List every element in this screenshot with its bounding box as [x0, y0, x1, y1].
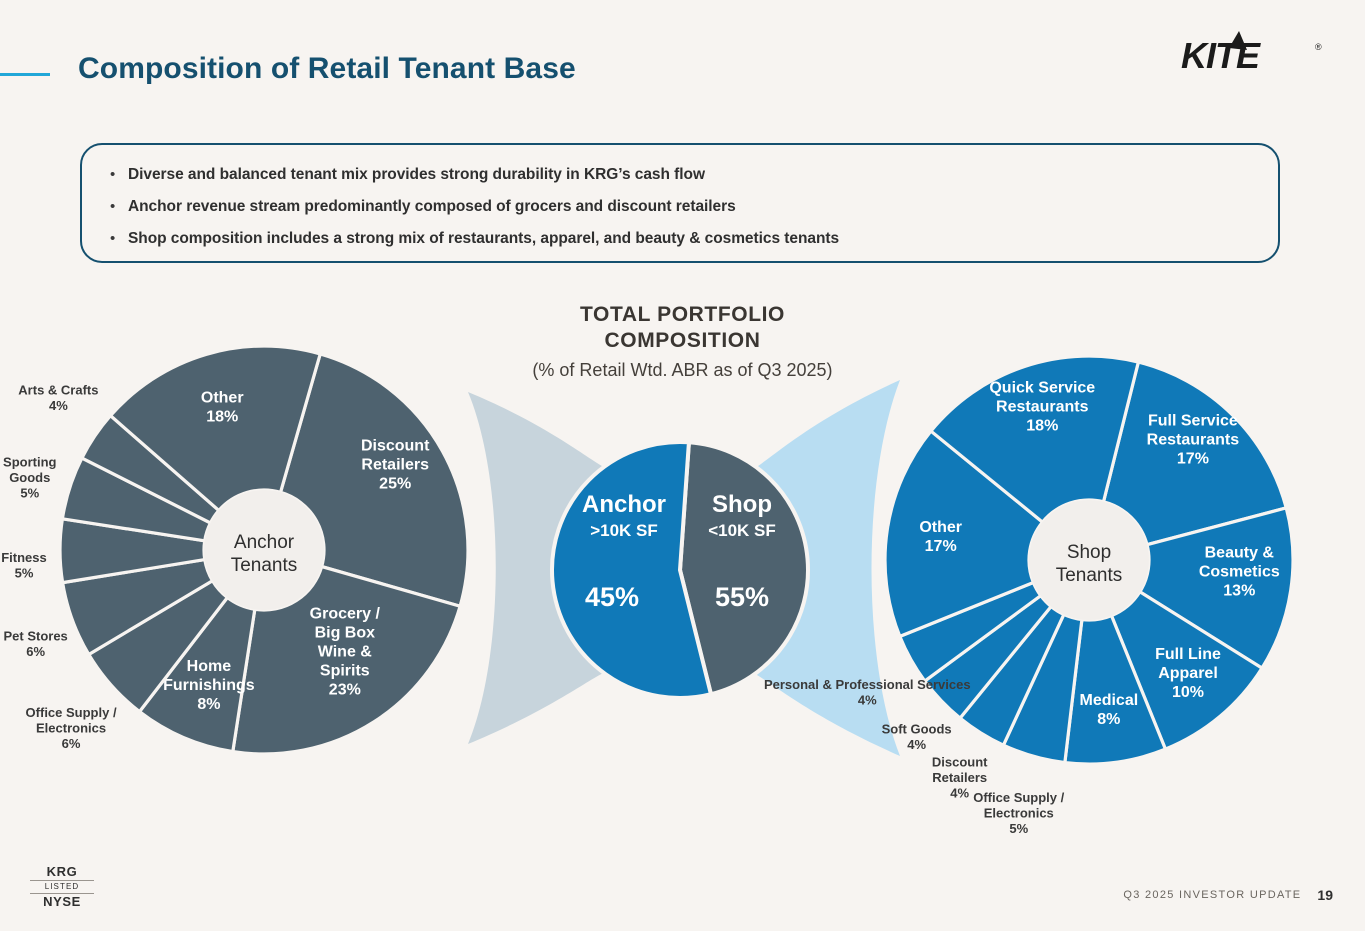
accent-rule: [0, 73, 50, 76]
donut-hub: [1029, 500, 1149, 620]
bullet-dot-icon: •: [110, 230, 116, 247]
listing-exchange: NYSE: [43, 894, 81, 909]
bullet-dot-icon: •: [110, 166, 116, 183]
center-slice-sublabel: <10K SF: [708, 521, 776, 540]
center-slice-value: 45%: [585, 582, 639, 612]
bullet-item: • Diverse and balanced tenant mix provid…: [106, 165, 1278, 185]
kite-logo-text: KITE: [1181, 35, 1261, 76]
pie-slice[interactable]: [278, 351, 470, 609]
page-title: Composition of Retail Tenant Base: [78, 52, 576, 85]
bullet-text: Anchor revenue stream predominantly comp…: [128, 198, 736, 215]
bullet-text: Diverse and balanced tenant mix provides…: [128, 166, 705, 183]
deck-name: Q3 2025 INVESTOR UPDATE: [1123, 889, 1302, 901]
footer: Q3 2025 INVESTOR UPDATE 19: [1123, 887, 1333, 903]
bullet-text: Shop composition includes a strong mix o…: [128, 230, 840, 247]
page-number: 19: [1317, 887, 1333, 903]
bullet-item: • Shop composition includes a strong mix…: [106, 229, 1278, 249]
center-slice-label: Anchor: [582, 491, 666, 518]
donut-hub: [204, 490, 324, 610]
bullet-dot-icon: •: [110, 198, 116, 215]
connector-wedges: [468, 380, 900, 756]
listing-ticker: KRG: [46, 864, 78, 879]
pie-slice[interactable]: [677, 440, 810, 697]
bullet-item: • Anchor revenue stream predominantly co…: [106, 197, 1278, 217]
center-slice-value: 55%: [715, 582, 769, 612]
kite-logo-registered: ®: [1315, 42, 1322, 52]
listing-word: LISTED: [30, 880, 94, 894]
kite-logo: KITE ®: [1181, 31, 1322, 76]
center-slice-sublabel: >10K SF: [590, 521, 658, 540]
pie-slice[interactable]: [550, 440, 714, 700]
center-slice-label: Shop: [712, 491, 772, 518]
highlights-box: • Diverse and balanced tenant mix provid…: [80, 143, 1280, 263]
nyse-listing-mark: KRG LISTED NYSE: [30, 865, 94, 909]
total-portfolio-pie[interactable]: Anchor >10K SF 45% Shop <10K SF 55%: [550, 440, 810, 700]
